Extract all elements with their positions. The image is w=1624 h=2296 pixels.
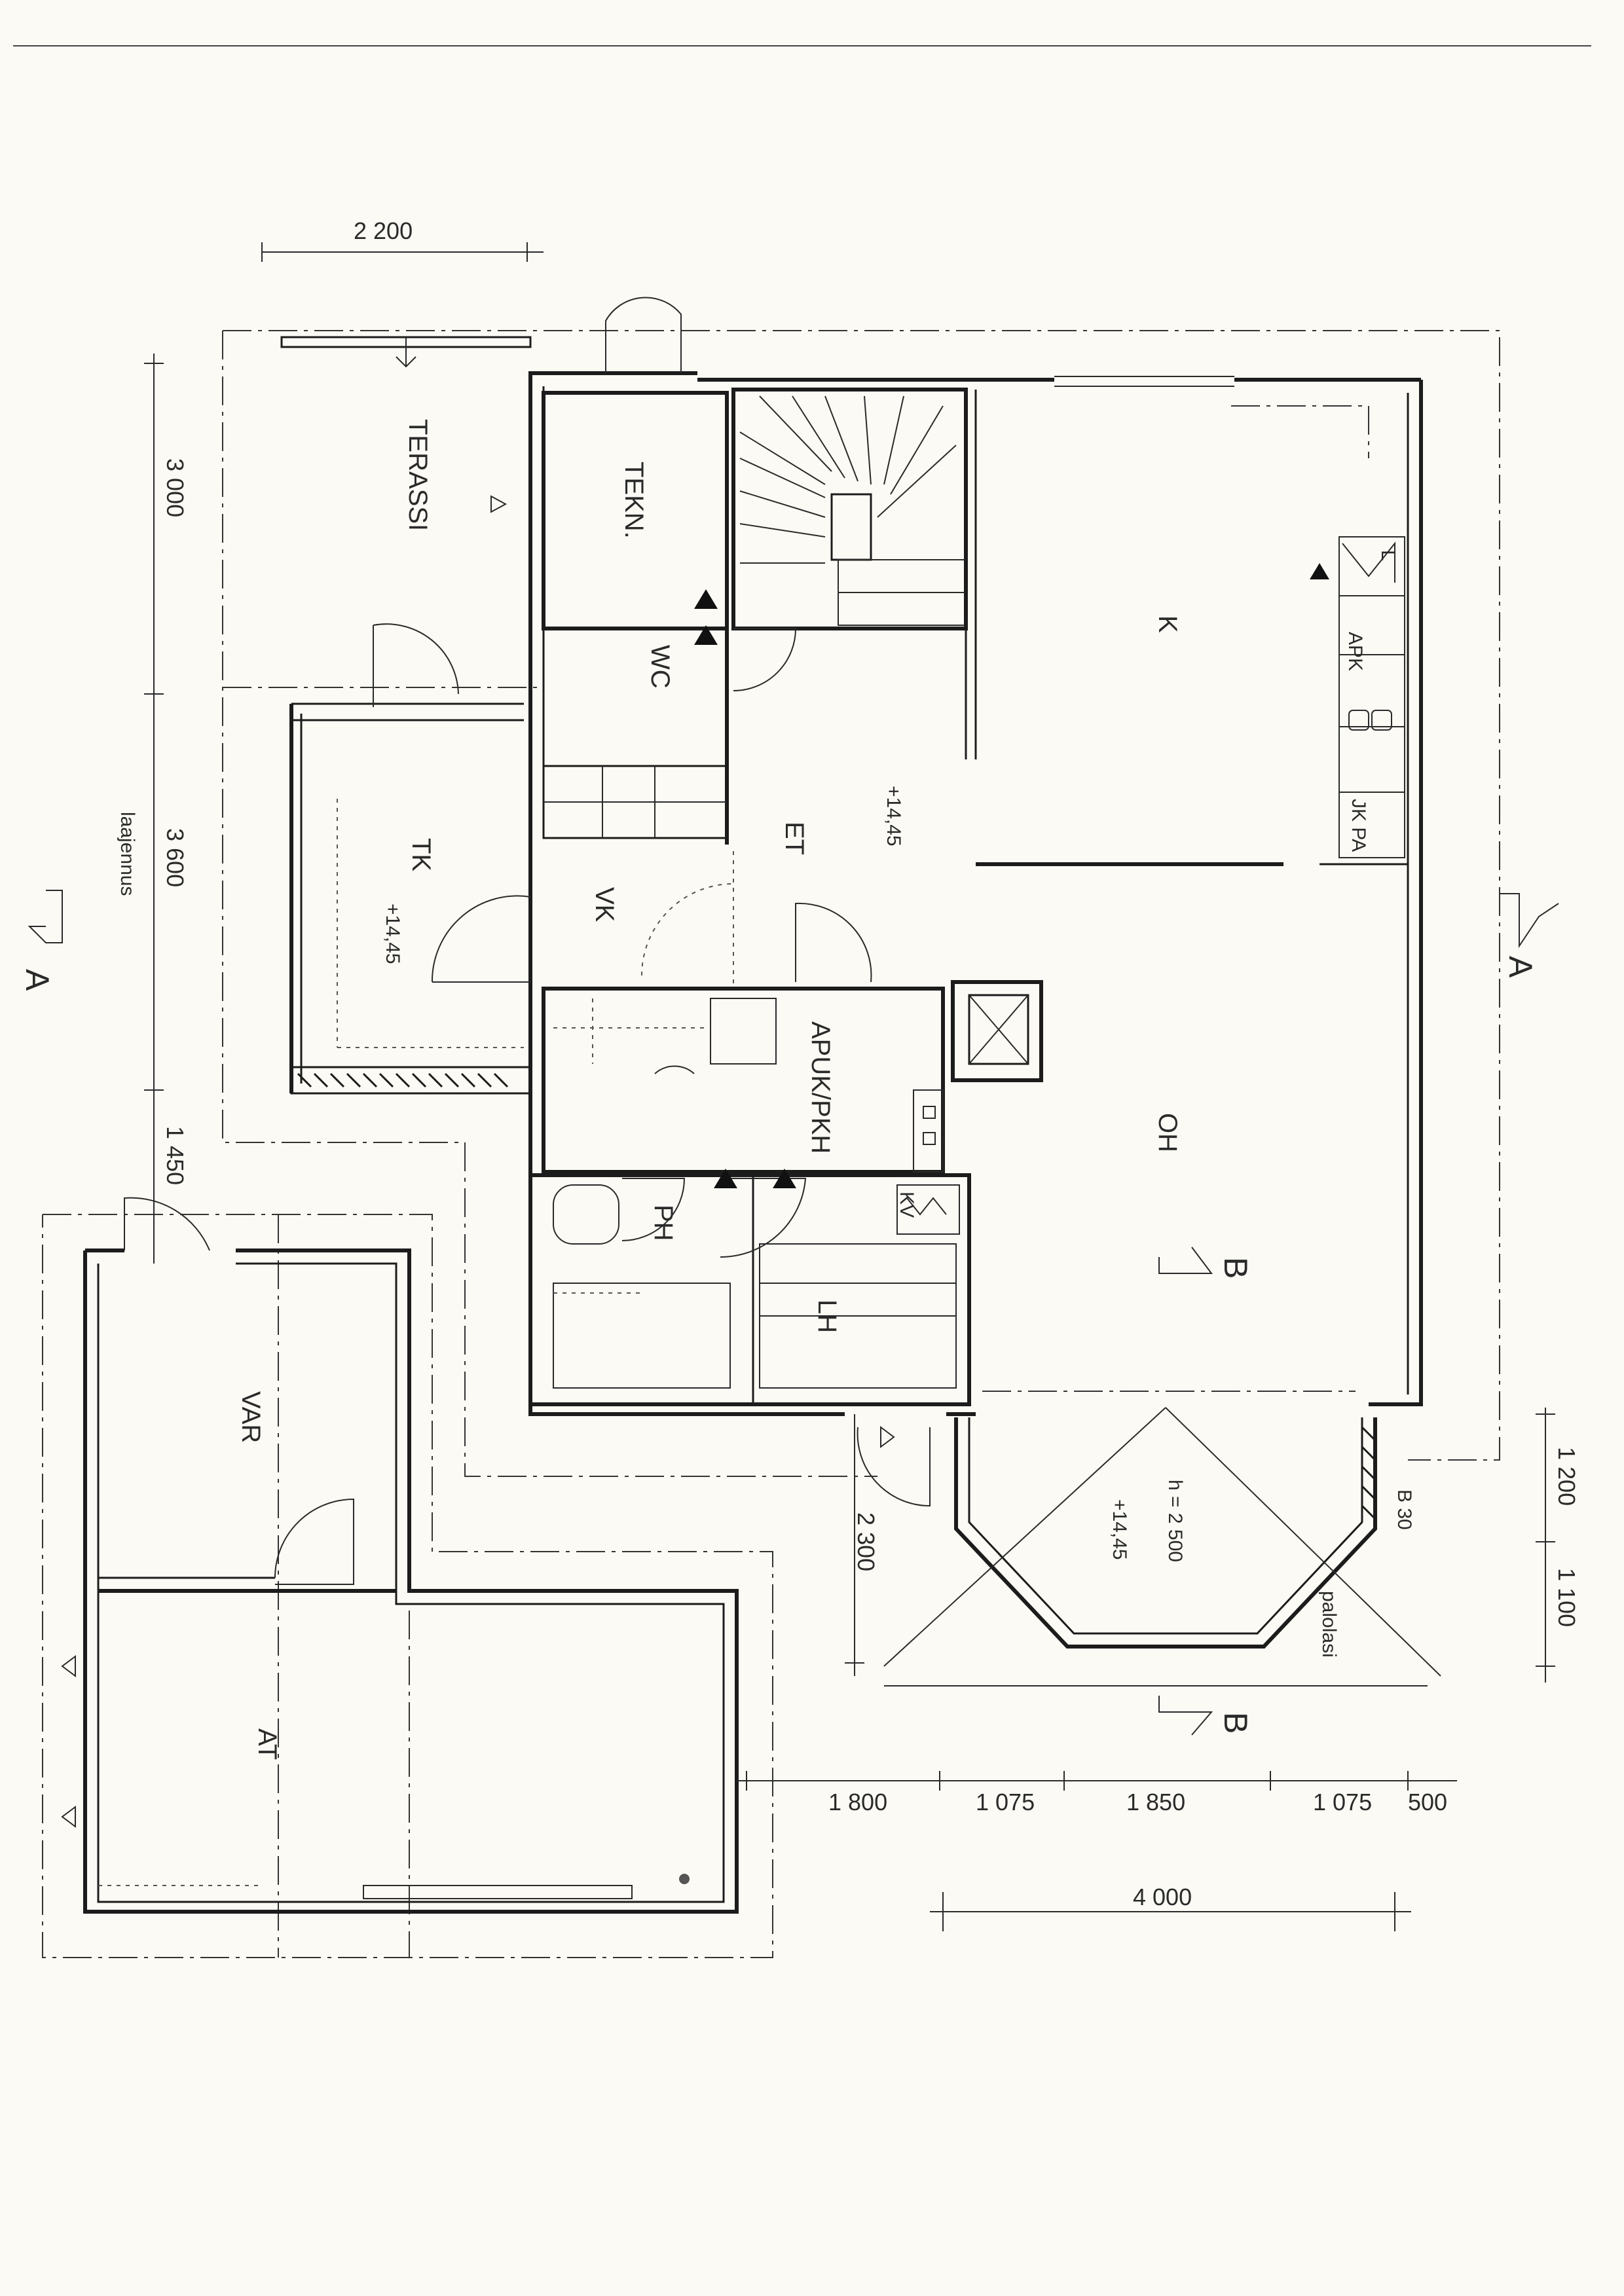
label-apk: APK [1344,632,1366,671]
label-et: ET [780,822,809,855]
section-a-right: A [1502,956,1539,978]
label-at: AT [253,1728,282,1760]
eaves-outlines [42,330,1500,1958]
section-b-top: B [1217,1257,1254,1279]
dim-left-middle: 3 600 [162,828,189,887]
dim-bottom-2: 1 075 [976,1789,1035,1815]
section-b-bottom: B [1217,1712,1254,1734]
section-labels: A A B B [19,956,1539,1734]
dimension-labels: 2 200 3 000 3 600 1 450 2 300 1 200 1 10… [162,217,1580,1910]
label-apuk-pkh: APUK/PKH [806,1021,835,1154]
room-labels: TERASSI TEKN. WC K APK JK PA L ET +14,45… [236,419,1399,1760]
dim-bottom-3: 1 850 [1126,1789,1185,1815]
note-labels: laajennus palolasi B 30 [117,812,1415,1658]
label-ph: PH [649,1205,678,1241]
dim-bottom-5: 500 [1408,1789,1447,1815]
kitchen-fixtures [1231,405,1405,858]
label-tk-level: +14,45 [382,903,403,964]
interior-walls [528,297,1408,1507]
note-b30: B 30 [1393,1489,1415,1530]
garage-building [61,1197,739,1914]
label-tekn: TEKN. [619,462,648,539]
vent-arrows [694,563,1329,1188]
bay-window [883,1407,1441,1686]
dim-bay: 2 300 [853,1512,879,1571]
label-lh: LH [813,1300,841,1333]
dim-left-upper: 3 000 [162,458,189,517]
section-marks [28,890,1559,1736]
dim-left-lower: 1 450 [162,1126,189,1185]
label-oh: OH [1153,1113,1182,1152]
note-laajennus: laajennus [117,812,138,896]
note-palolasi: palolasi [1318,1591,1340,1658]
label-k: K [1153,615,1182,633]
dim-top: 2 200 [354,217,413,244]
label-jk-pa: JK PA [1348,799,1369,852]
terrace-and-tk-walls [280,336,532,1095]
dim-bottom-4: 1 075 [1313,1789,1372,1815]
dim-right-upper: 1 200 [1553,1447,1580,1506]
label-bay-height: h = 2 500 [1164,1480,1186,1562]
label-et-level: +14,45 [883,786,904,847]
label-l: L [1377,550,1399,561]
dim-bottom-1: 1 800 [828,1789,887,1815]
dim-bottom-total: 4 000 [1133,1884,1192,1910]
label-wc: WC [646,645,674,689]
dimension-lines [144,242,1555,1931]
section-a-left: A [19,969,56,991]
label-bay-level: +14,45 [1109,1499,1130,1560]
label-kv: KV [896,1192,917,1218]
label-vk: VK [590,887,619,922]
label-var: VAR [236,1391,265,1443]
label-tk: TK [407,838,435,871]
label-terassi: TERASSI [403,419,432,531]
dim-right-lower: 1 100 [1553,1568,1580,1627]
